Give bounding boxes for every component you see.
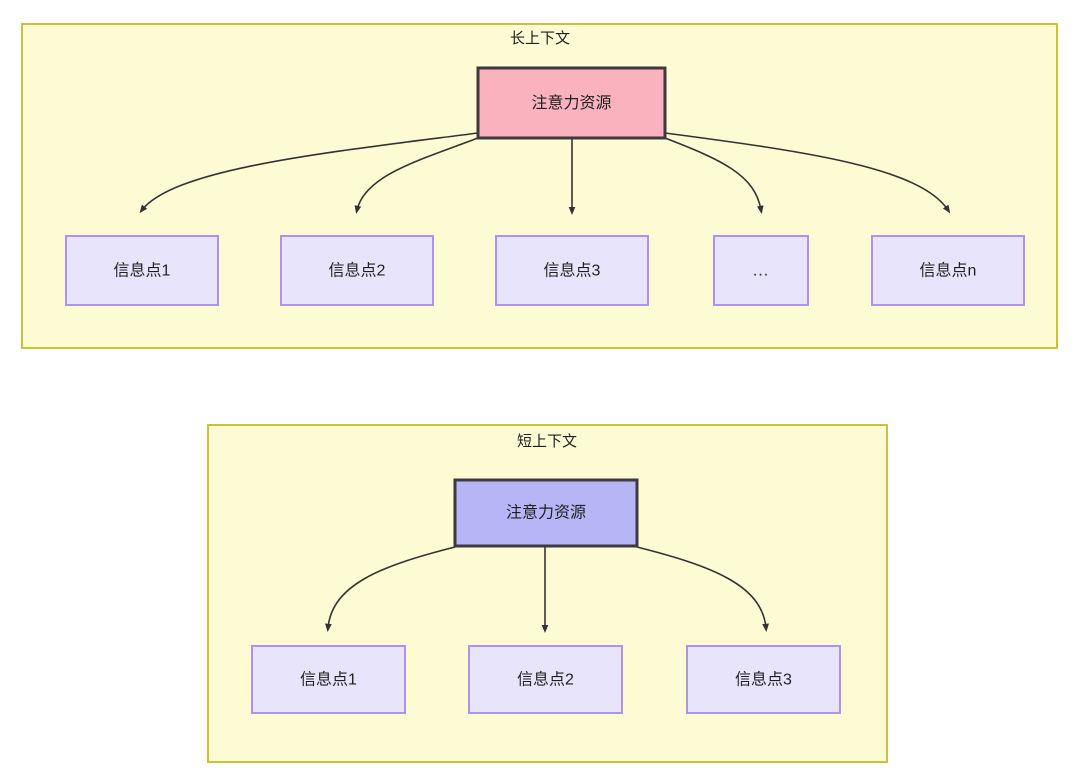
edge-root-to-leaf-4 [664, 137, 764, 214]
node-info-point-2-long[interactable]: 信息点2 [280, 235, 434, 306]
edge-root-to-leaf-1-short [325, 546, 456, 632]
edge-root-to-leaf-3-short [636, 546, 769, 632]
node-info-point-1-long[interactable]: 信息点1 [65, 235, 219, 306]
panel-short-context-title: 短上下文 [517, 433, 577, 450]
node-attention-resource-short-label: 注意力资源 [506, 503, 586, 522]
node-attention-resource-long-label: 注意力资源 [531, 93, 611, 112]
node-info-point-ellipsis-long-rect[interactable] [713, 235, 809, 306]
node-info-point-n-long-rect[interactable] [871, 235, 1025, 306]
node-info-point-ellipsis-long[interactable]: ... [713, 235, 809, 306]
node-info-point-1-short-rect[interactable] [251, 645, 406, 714]
node-info-point-n-long[interactable]: 信息点n [871, 235, 1025, 306]
node-info-point-3-short[interactable]: 信息点3 [686, 645, 841, 714]
node-info-point-3-long-label: 信息点3 [544, 262, 601, 280]
edge-group-long-context [139, 132, 951, 216]
panel-long-context: 长上下文 注意力资源 信息点1 信息点2 [21, 23, 1058, 349]
node-attention-resource-short-rect[interactable] [453, 478, 639, 548]
node-info-point-2-short[interactable]: 信息点2 [468, 645, 623, 714]
edge-root-to-leaf-1 [139, 132, 479, 214]
node-info-point-2-short-label: 信息点2 [517, 671, 574, 689]
edge-group-short-context [325, 546, 769, 634]
node-attention-resource-long-rect[interactable] [476, 66, 667, 140]
node-info-point-1-short[interactable]: 信息点1 [251, 645, 406, 714]
node-info-point-ellipsis-long-label: ... [753, 263, 769, 280]
node-info-point-3-short-label: 信息点3 [735, 671, 792, 689]
node-info-point-2-short-rect[interactable] [468, 645, 623, 714]
node-attention-resource-long[interactable]: 注意力资源 [476, 66, 667, 140]
node-info-point-3-long[interactable]: 信息点3 [495, 235, 649, 306]
node-info-point-1-short-label: 信息点1 [300, 671, 357, 689]
node-info-point-3-long-rect[interactable] [495, 235, 649, 306]
node-info-point-1-long-rect[interactable] [65, 235, 219, 306]
node-info-point-3-short-rect[interactable] [686, 645, 841, 714]
edge-root-to-leaf-2 [354, 137, 479, 214]
panel-long-context-title: 长上下文 [510, 30, 570, 47]
panel-short-context: 短上下文 注意力资源 信息点1 信息点2 [207, 424, 888, 763]
node-info-point-1-long-label: 信息点1 [114, 262, 171, 280]
node-info-point-2-long-label: 信息点2 [329, 262, 386, 280]
node-info-point-2-long-rect[interactable] [280, 235, 434, 306]
node-attention-resource-short[interactable]: 注意力资源 [453, 478, 639, 548]
edge-root-to-leaf-5 [664, 132, 951, 214]
node-info-point-n-long-label: 信息点n [920, 262, 977, 280]
